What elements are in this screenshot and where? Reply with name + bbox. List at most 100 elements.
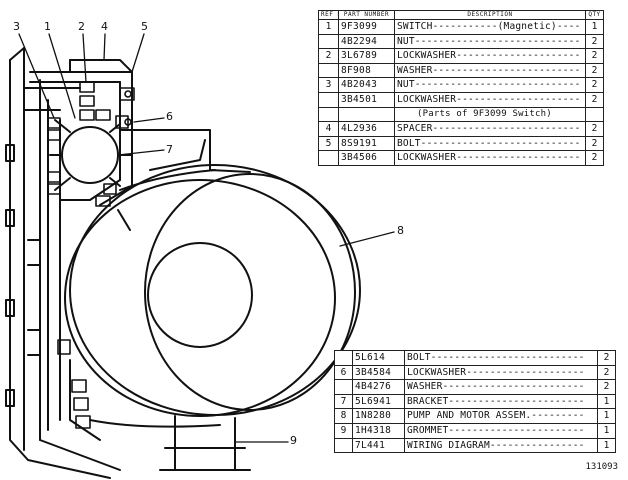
table-row-note: (Parts of 9F3099 Switch) xyxy=(318,106,604,123)
desc-cell: SWITCH-----------(Magnetic)---- xyxy=(394,19,586,35)
callout-3: 3 xyxy=(13,20,20,33)
qty-cell: 2 xyxy=(585,91,604,108)
frame-plate xyxy=(5,47,121,479)
ref-cell: 5 xyxy=(318,135,339,152)
qty-cell: 2 xyxy=(585,48,604,64)
part-cell: 3B4506 xyxy=(338,150,395,166)
pump-motor-assembly xyxy=(64,139,361,471)
ref-cell: 6 xyxy=(334,364,353,381)
table-header-row: REF NO. PART NUMBER DESCRIPTION QTY xyxy=(318,10,604,20)
desc-cell: WIRING DIAGRAM---------------- xyxy=(404,437,598,454)
ref-cell: 7 xyxy=(334,393,353,410)
desc-cell: BOLT-------------------------- xyxy=(404,350,598,366)
part-cell: 4L2936 xyxy=(338,121,395,137)
part-cell: 8F908 xyxy=(338,62,395,79)
part-cell: 4B4276 xyxy=(352,379,405,395)
ref-cell: 1 xyxy=(318,19,339,35)
desc-cell: WASHER------------------------ xyxy=(404,379,598,395)
ref-cell: 4 xyxy=(318,121,339,137)
header-part: PART NUMBER xyxy=(338,10,395,20)
desc-cell: LOCKWASHER--------------------- xyxy=(394,150,586,166)
leader-lines xyxy=(18,33,395,443)
ref-cell xyxy=(334,350,353,366)
ref-cell: 3 xyxy=(318,77,339,93)
part-cell xyxy=(338,106,395,123)
qty-cell: 2 xyxy=(597,379,616,395)
desc-cell: NUT---------------------------- xyxy=(394,77,586,93)
desc-cell: WASHER------------------------- xyxy=(394,62,586,79)
qty-cell xyxy=(585,106,604,123)
ref-cell xyxy=(318,150,339,166)
qty-cell: 2 xyxy=(585,121,604,137)
ref-cell: 2 xyxy=(318,48,339,64)
qty-cell: 2 xyxy=(597,364,616,381)
ref-cell: 8 xyxy=(334,408,353,424)
qty-cell: 1 xyxy=(585,19,604,35)
qty-cell: 1 xyxy=(597,393,616,410)
part-cell: 4B2294 xyxy=(338,33,395,50)
callout-1: 1 xyxy=(44,20,51,33)
desc-cell: LOCKWASHER-------------------- xyxy=(404,364,598,381)
desc-cell: PUMP AND MOTOR ASSEM.--------- xyxy=(404,408,598,424)
header-qty: QTY xyxy=(585,10,604,20)
desc-cell: NUT---------------------------- xyxy=(394,33,586,50)
qty-cell: 2 xyxy=(585,150,604,166)
part-cell: 1H4318 xyxy=(352,422,405,439)
part-cell: 9F3099 xyxy=(338,19,395,35)
part-cell: 5L6941 xyxy=(352,393,405,410)
qty-cell: 2 xyxy=(585,33,604,50)
ref-cell xyxy=(318,33,339,50)
header-desc: DESCRIPTION xyxy=(394,10,586,20)
desc-cell: BOLT--------------------------- xyxy=(394,135,586,152)
header-ref: REF NO. xyxy=(318,10,339,20)
qty-cell: 2 xyxy=(585,135,604,152)
qty-cell: 2 xyxy=(597,350,616,366)
desc-cell: LOCKWASHER--------------------- xyxy=(394,91,586,108)
part-cell: 7L441 xyxy=(352,437,405,454)
callout-6: 6 xyxy=(166,110,173,123)
desc-cell: GROMMET----------------------- xyxy=(404,422,598,439)
part-cell: 3L6789 xyxy=(338,48,395,64)
ref-cell xyxy=(318,62,339,79)
callout-5: 5 xyxy=(141,20,148,33)
desc-cell: (Parts of 9F3099 Switch) xyxy=(394,106,586,123)
qty-cell: 1 xyxy=(597,422,616,439)
parts-table-top: REF NO. PART NUMBER DESCRIPTION QTY 19F3… xyxy=(318,10,604,166)
qty-cell: 1 xyxy=(597,408,616,424)
part-cell: 5L614 xyxy=(352,350,405,366)
document-id: 131093 xyxy=(585,462,618,472)
callout-9: 9 xyxy=(290,434,297,447)
ref-cell: 9 xyxy=(334,422,353,439)
part-cell: 3B4584 xyxy=(352,364,405,381)
magnetic-switch xyxy=(49,119,133,191)
ref-cell xyxy=(334,379,353,395)
part-cell: 3B4501 xyxy=(338,91,395,108)
qty-cell: 2 xyxy=(585,77,604,93)
desc-cell: BRACKET----------------------- xyxy=(404,393,598,410)
callout-7: 7 xyxy=(166,143,173,156)
ref-cell xyxy=(334,437,353,454)
part-cell: 1N8280 xyxy=(352,408,405,424)
ref-cell xyxy=(318,106,339,123)
callout-2: 2 xyxy=(78,20,85,33)
qty-cell: 2 xyxy=(585,62,604,79)
ref-cell xyxy=(318,91,339,108)
qty-cell: 1 xyxy=(597,437,616,454)
callout-4: 4 xyxy=(101,20,108,33)
callout-8: 8 xyxy=(397,224,404,237)
